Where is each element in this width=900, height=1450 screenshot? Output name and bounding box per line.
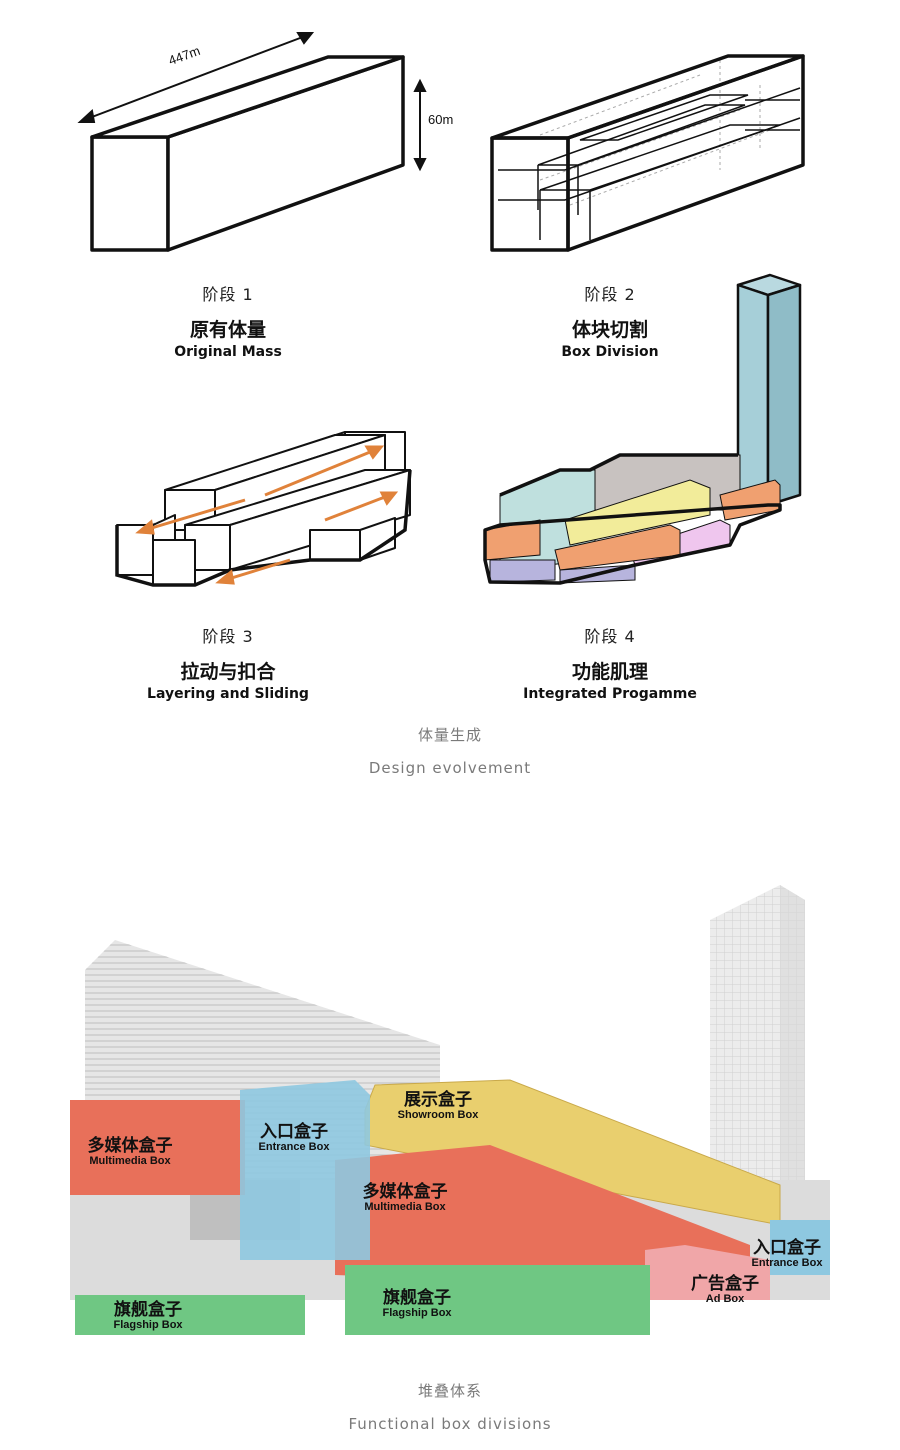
stage4-label: 阶段 4 功能肌理 Integrated Progamme: [460, 623, 760, 702]
stage2-title-en: Box Division: [460, 344, 760, 360]
flagship-center-label: 旗舰盒子 Flagship Box: [357, 1290, 477, 1319]
caption-functional-box-divisions: 堆叠体系 Functional box divisions: [0, 1380, 900, 1433]
entrance-right-en: Entrance Box: [742, 1258, 832, 1270]
height-arrow: [415, 81, 425, 169]
entrance-right-label: 入口盒子 Entrance Box: [742, 1240, 832, 1269]
ad-box-zh: 广告盒子: [675, 1276, 775, 1294]
flagship-center-zh: 旗舰盒子: [357, 1290, 477, 1308]
stage3-title-zh: 拉动与扣合: [78, 657, 378, 684]
stage1-number: 阶段 1: [78, 281, 378, 305]
flagship-left-en: Flagship Box: [88, 1320, 208, 1332]
entrance-left-zh: 入口盒子: [234, 1124, 354, 1142]
caption2-zh: 堆叠体系: [0, 1380, 900, 1401]
caption1-zh: 体量生成: [0, 724, 900, 745]
entrance-left-en: Entrance Box: [234, 1142, 354, 1154]
stage1-label: 阶段 1 原有体量 Original Mass: [78, 281, 378, 360]
caption2-en: Functional box divisions: [0, 1415, 900, 1433]
showroom-zh: 展示盒子: [378, 1092, 498, 1110]
entrance-right-zh: 入口盒子: [742, 1240, 832, 1258]
stage4-number: 阶段 4: [460, 623, 760, 647]
flagship-left-zh: 旗舰盒子: [88, 1302, 208, 1320]
multimedia-left-en: Multimedia Box: [70, 1156, 190, 1168]
stage1-title-zh: 原有体量: [78, 315, 378, 342]
stage4-purple-box: [490, 560, 555, 582]
showroom-label: 展示盒子 Showroom Box: [378, 1092, 498, 1121]
flagship-left-label: 旗舰盒子 Flagship Box: [88, 1302, 208, 1331]
multimedia-left-label: 多媒体盒子 Multimedia Box: [70, 1138, 190, 1167]
multimedia-center-zh: 多媒体盒子: [345, 1184, 465, 1202]
stage4-title-zh: 功能肌理: [460, 657, 760, 684]
stage3-label: 阶段 3 拉动与扣合 Layering and Sliding: [78, 623, 378, 702]
entrance-left-box-shape: [240, 1080, 370, 1260]
stage4-title-en: Integrated Progamme: [460, 686, 760, 702]
stage2-number: 阶段 2: [460, 281, 760, 305]
stage2-title-zh: 体块切割: [460, 315, 760, 342]
entrance-left-label: 入口盒子 Entrance Box: [234, 1124, 354, 1153]
height-label: 60m: [428, 112, 453, 127]
ad-box-en: Ad Box: [675, 1294, 775, 1306]
multimedia-center-label: 多媒体盒子 Multimedia Box: [345, 1184, 465, 1213]
caption1-en: Design evolvement: [0, 759, 900, 777]
stage1-title-en: Original Mass: [78, 344, 378, 360]
caption-design-evolvement: 体量生成 Design evolvement: [0, 724, 900, 777]
stage3-number: 阶段 3: [78, 623, 378, 647]
stage3-title-en: Layering and Sliding: [78, 686, 378, 702]
flagship-center-en: Flagship Box: [357, 1308, 477, 1320]
stage2-label: 阶段 2 体块切割 Box Division: [460, 281, 760, 360]
showroom-en: Showroom Box: [378, 1110, 498, 1122]
multimedia-left-zh: 多媒体盒子: [70, 1138, 190, 1156]
stage3-diagram: [105, 420, 425, 590]
stage2-diagram: [480, 40, 820, 260]
multimedia-center-en: Multimedia Box: [345, 1202, 465, 1214]
stage1-diagram: [70, 25, 470, 265]
ad-box-label: 广告盒子 Ad Box: [675, 1276, 775, 1305]
